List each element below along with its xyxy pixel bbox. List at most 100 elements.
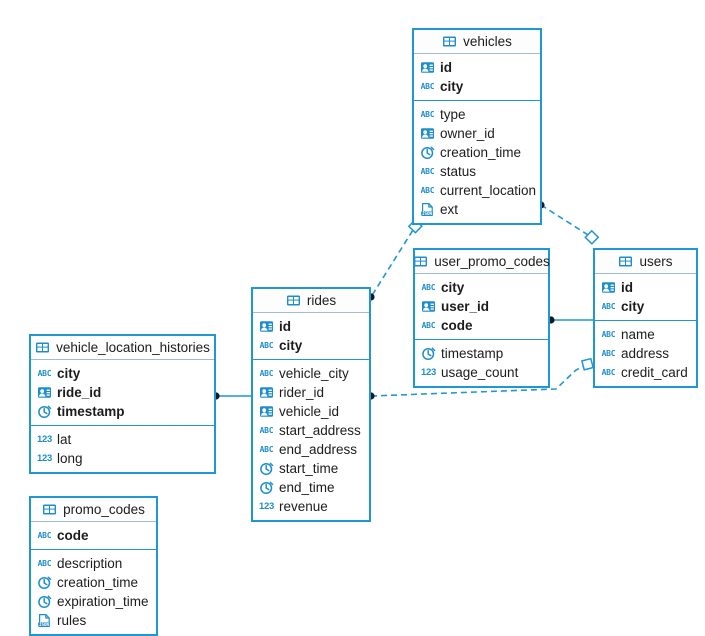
abc-glyph: ABC (601, 367, 616, 377)
column-row-rides-end_address[interactable]: ABC end_address (253, 440, 369, 459)
table-icon (618, 254, 633, 269)
abc-glyph: ABC (259, 340, 274, 350)
123-glyph: 123 (37, 433, 52, 445)
table-icon (35, 340, 50, 355)
column-row-users-id[interactable]: id (595, 278, 696, 297)
column-name: rider_id (279, 384, 325, 400)
column-name: current_location (440, 182, 537, 198)
column-name: start_address (279, 422, 361, 438)
column-row-users-credit_card[interactable]: ABC credit_card (595, 363, 696, 382)
table-header-vehicle_location_histories[interactable]: vehicle_location_histories (31, 336, 214, 360)
table-header-vehicles[interactable]: vehicles (414, 30, 540, 54)
column-row-vehicle_location_histories-ride_id[interactable]: ride_id (31, 383, 214, 402)
relationship-vehicle-location-histories-to-rides[interactable] (212, 392, 251, 400)
column-row-rides-vehicle_id[interactable]: vehicle_id (253, 402, 369, 421)
column-row-vehicles-id[interactable]: id (414, 58, 540, 77)
column-row-vehicles-current_location[interactable]: ABC current_location (414, 181, 540, 200)
relationship-endpoint-square (584, 229, 600, 245)
id-card-icon (259, 319, 274, 334)
column-row-rides-rider_id[interactable]: rider_id (253, 383, 369, 402)
column-name: end_address (279, 441, 358, 457)
abc-string-icon: ABC (259, 442, 274, 457)
abc-glyph: ABC (420, 185, 435, 195)
column-name: end_time (279, 479, 335, 495)
abc-string-icon: ABC (601, 365, 616, 380)
relationship-user-promo-codes-to-users[interactable] (547, 316, 593, 324)
table-header-users[interactable]: users (595, 250, 696, 274)
abc-string-icon: ABC (259, 423, 274, 438)
abc-string-icon: ABC (420, 79, 435, 94)
columns-user_promo_codes: timestamp 123 usage_count (415, 340, 548, 386)
table-icon (286, 293, 301, 308)
123-number-icon: 123 (37, 451, 52, 466)
column-name: vehicle_id (279, 403, 340, 419)
column-row-user_promo_codes-usage_count[interactable]: 123 usage_count (415, 363, 548, 382)
column-row-vehicle_location_histories-timestamp[interactable]: timestamp (31, 402, 214, 421)
column-name: timestamp (441, 345, 504, 361)
column-row-rides-end_time[interactable]: end_time (253, 478, 369, 497)
abc-string-icon: ABC (420, 183, 435, 198)
abc-glyph: ABC (37, 368, 52, 378)
column-row-rides-start_time[interactable]: start_time (253, 459, 369, 478)
table-header-promo_codes[interactable]: promo_codes (31, 498, 156, 522)
table-icon (413, 254, 428, 269)
123-glyph: 123 (37, 452, 52, 464)
column-row-user_promo_codes-timestamp[interactable]: timestamp (415, 344, 548, 363)
table-header-rides[interactable]: rides (253, 289, 369, 313)
column-name: credit_card (621, 364, 688, 380)
id-card-icon (420, 126, 435, 141)
column-name: timestamp (57, 403, 125, 419)
column-name: city (441, 279, 465, 295)
clock-icon (421, 346, 436, 361)
column-name: user_id (441, 298, 490, 314)
column-row-vehicles-owner_id[interactable]: owner_id (414, 124, 540, 143)
column-row-rides-id[interactable]: id (253, 317, 369, 336)
column-name: name (621, 326, 655, 342)
table-header-user_promo_codes[interactable]: user_promo_codes (413, 250, 550, 274)
column-row-promo_codes-expiration_time[interactable]: expiration_time (31, 592, 156, 611)
relationship-vehicles-to-users[interactable] (537, 201, 600, 245)
relationship-endpoint-square (581, 357, 595, 371)
column-row-rides-start_address[interactable]: ABC start_address (253, 421, 369, 440)
column-row-promo_codes-creation_time[interactable]: creation_time (31, 573, 156, 592)
123-number-icon: 123 (421, 365, 436, 380)
column-row-user_promo_codes-user_id[interactable]: user_id (415, 297, 548, 316)
svg-text:JSON: JSON (39, 622, 50, 627)
column-name: code (57, 527, 89, 543)
clock-icon (259, 480, 274, 495)
column-name: usage_count (441, 364, 519, 380)
column-row-vehicles-creation_time[interactable]: creation_time (414, 143, 540, 162)
